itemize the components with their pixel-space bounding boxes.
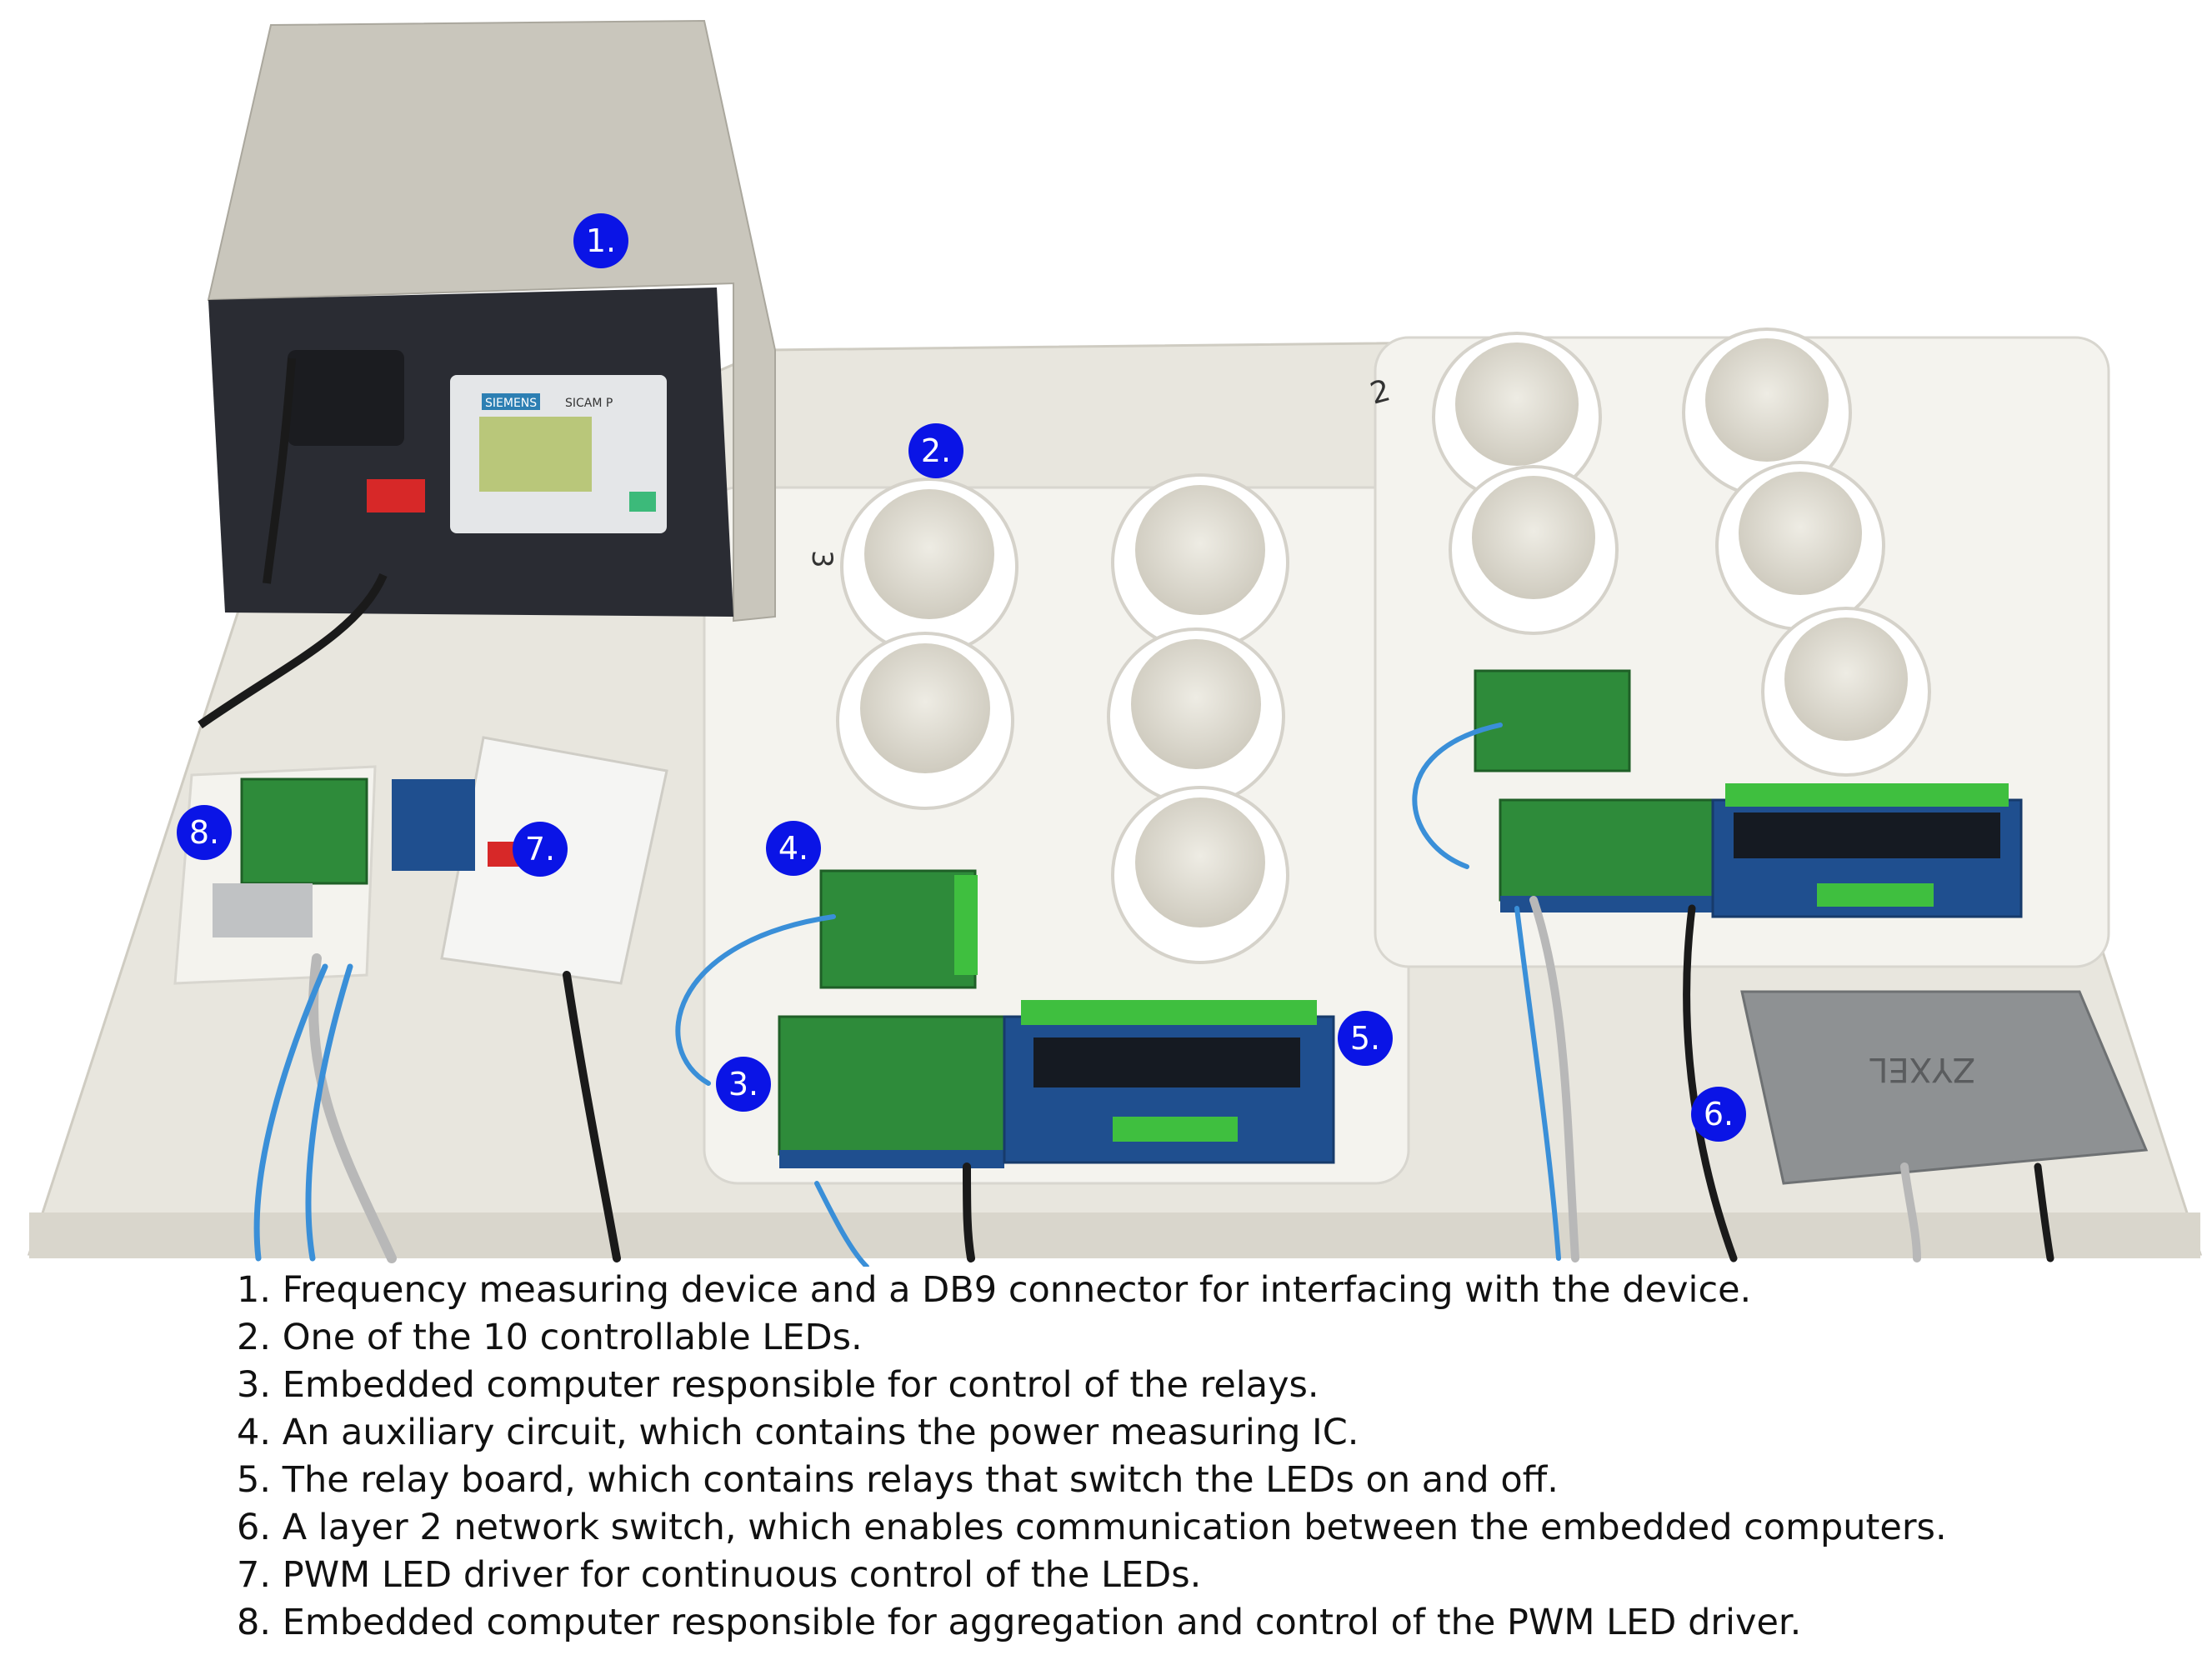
marker-1: 1. (573, 213, 628, 268)
legend-item-1: 1. Frequency measuring device and a DB9 … (237, 1269, 1752, 1311)
embedded-computer-right (1499, 798, 1714, 912)
auxiliary-circuit-right (1474, 669, 1631, 772)
legend-item-6: 6. A layer 2 network switch, which enabl… (237, 1507, 1947, 1548)
legend-item-5: 5. The relay board, which contains relay… (237, 1459, 1559, 1501)
testbed-illustration: 3 2 SIEMENS SICAM P (27, 19, 2203, 1269)
relay-board-right (1711, 783, 2023, 918)
legend-item-4: 4. An auxiliary circuit, which contains … (237, 1412, 1359, 1453)
embedded-computer-left (173, 765, 377, 985)
svg-text:SIEMENS: SIEMENS (485, 397, 537, 410)
caption-legend: 1. Frequency measuring device and a DB9 … (237, 1267, 2187, 1647)
led-group-center (836, 473, 1289, 964)
auxiliary-circuit-center (819, 869, 978, 989)
testbed-photo: 3 2 SIEMENS SICAM P (27, 19, 2203, 1269)
marker-2: 2. (908, 423, 963, 478)
marker-3: 3. (716, 1057, 771, 1112)
relay-board-center (1003, 1000, 1335, 1164)
marker-7: 7. (513, 822, 568, 877)
network-switch: ZYXEL (1740, 990, 2149, 1185)
legend-item-3: 3. Embedded computer responsible for con… (237, 1364, 1319, 1406)
marker-5: 5. (1338, 1011, 1393, 1066)
marker-6: 6. (1691, 1087, 1746, 1142)
legend-item-8: 8. Embedded computer responsible for agg… (237, 1602, 1802, 1643)
legend-item-2: 2. One of the 10 controllable LEDs. (237, 1317, 863, 1358)
marker-4: 4. (766, 821, 821, 876)
svg-text:ZYXEL: ZYXEL (1869, 1050, 1975, 1088)
led-group-right (1432, 328, 1931, 777)
svg-text:SICAM P: SICAM P (565, 397, 613, 410)
legend-item-7: 7. PWM LED driver for continuous control… (237, 1554, 1202, 1596)
embedded-computer-center (778, 1015, 1006, 1168)
base-board-front (29, 1212, 2200, 1258)
cables (253, 722, 2054, 1269)
frequency-measuring-device: SIEMENS SICAM P (198, 19, 776, 729)
marker-8: 8. (177, 805, 232, 860)
plate-number-3: 3 (805, 550, 838, 568)
